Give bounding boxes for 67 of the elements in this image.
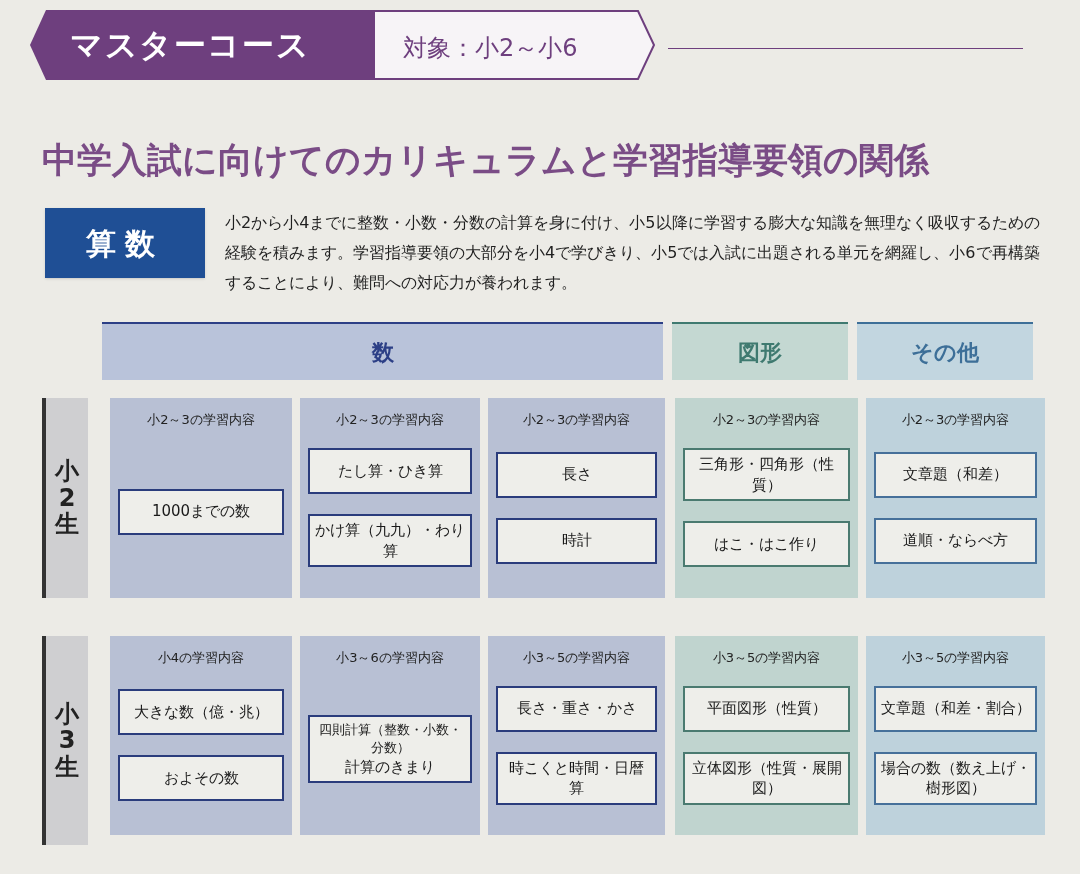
- topic-text: たし算・ひき算: [337, 460, 443, 482]
- topic-box: [496, 517, 657, 564]
- topic-box: [308, 514, 472, 568]
- subject-badge: 算数: [45, 208, 205, 278]
- content-panel: [110, 398, 292, 598]
- topic-box: [118, 689, 284, 736]
- topic-text: 計算のきまり: [345, 756, 435, 778]
- topic-box: [874, 751, 1037, 805]
- panel-heading: 小2～3の学習内容: [147, 411, 255, 429]
- panel-heading: 小4の学習内容: [157, 649, 245, 667]
- content-panel: [110, 636, 292, 835]
- panel-heading: 小3～6の学習内容: [336, 649, 444, 667]
- panel-heading: 小3～5の学習内容: [901, 649, 1010, 667]
- description-paragraph: 小2から小4までに整数・小数・分数の計算を身に付け、小5以降に学習する膨大な知識を無理なく吸収するための経験を積みます。学習指導要領の大部分を小4で学びきり、小5では入試に出題される単元を網羅し、小6で再構築することにより、難問への対応力が養われます。: [225, 212, 1041, 294]
- topic-text: 四則計算（整数・小数・分数）: [317, 721, 463, 757]
- topic-box: [496, 751, 657, 805]
- topic-box: [874, 451, 1037, 498]
- content-panel: [300, 636, 480, 835]
- topic-box: [874, 517, 1037, 564]
- topic-box: [308, 715, 472, 784]
- topic-box: [683, 685, 850, 732]
- column-header: 数: [102, 322, 663, 380]
- panel-heading: 小2～3の学習内容: [336, 411, 444, 429]
- course-name-banner: マスターコース: [30, 10, 375, 80]
- topic-text: およその数: [163, 767, 239, 789]
- topic-text: 長さ: [561, 464, 592, 486]
- content-panel: [300, 398, 480, 598]
- panel-heading: 小3～5の学習内容: [522, 649, 631, 667]
- topic-text: 文章題（和差）: [903, 464, 1008, 486]
- content-panel: [675, 398, 858, 598]
- content-panel: [488, 636, 665, 835]
- panel-heading: 小2～3の学習内容: [522, 411, 631, 429]
- topic-box: [683, 448, 850, 502]
- content-panel: [675, 636, 858, 835]
- topic-text: 道順・ならべ方: [903, 530, 1008, 552]
- column-header: 図形: [672, 322, 848, 380]
- topic-text: 時こくと時間・日暦算: [508, 757, 645, 799]
- topic-box: [308, 448, 472, 495]
- topic-text: 大きな数（億・兆）: [133, 701, 269, 723]
- panel-heading: 小2～3の学習内容: [901, 411, 1010, 429]
- topic-text: 文章題（和差・割合）: [880, 698, 1031, 719]
- topic-text: 立体図形（性質・展開図）: [690, 757, 843, 799]
- topic-box: [118, 755, 284, 802]
- topic-text: 1000までの数: [151, 501, 251, 523]
- topic-text: 時計: [561, 530, 592, 552]
- topic-text: はこ・はこ作り: [714, 534, 819, 555]
- topic-text: かけ算（九九）・わり算: [314, 520, 466, 562]
- panel-heading: 小2～3の学習内容: [712, 411, 821, 429]
- panel-heading: 小3～5の学習内容: [712, 649, 821, 667]
- topic-box: [496, 685, 657, 732]
- content-panel: [866, 636, 1045, 835]
- content-panel: [866, 398, 1045, 598]
- topic-text: 長さ・重さ・かさ: [516, 698, 637, 719]
- target-grades-text: 対象：小2～小6: [403, 33, 578, 64]
- column-header: その他: [857, 322, 1033, 380]
- topic-text: 場合の数（数え上げ・樹形図）: [880, 757, 1031, 799]
- topic-text: 平面図形（性質）: [706, 698, 827, 719]
- page-title: 中学入試に向けてのカリキュラムと学習指導要領の関係: [42, 139, 929, 182]
- topic-box: [496, 451, 657, 498]
- grade-row-header: 小2生: [42, 398, 88, 598]
- topic-text: 三角形・四角形（性質）: [698, 454, 835, 496]
- topic-box: [683, 521, 850, 568]
- topic-box: [683, 751, 850, 805]
- grade-row-header: 小3生: [42, 636, 88, 845]
- content-panel: [488, 398, 665, 598]
- topic-box: [118, 488, 284, 535]
- topic-box: [874, 685, 1037, 732]
